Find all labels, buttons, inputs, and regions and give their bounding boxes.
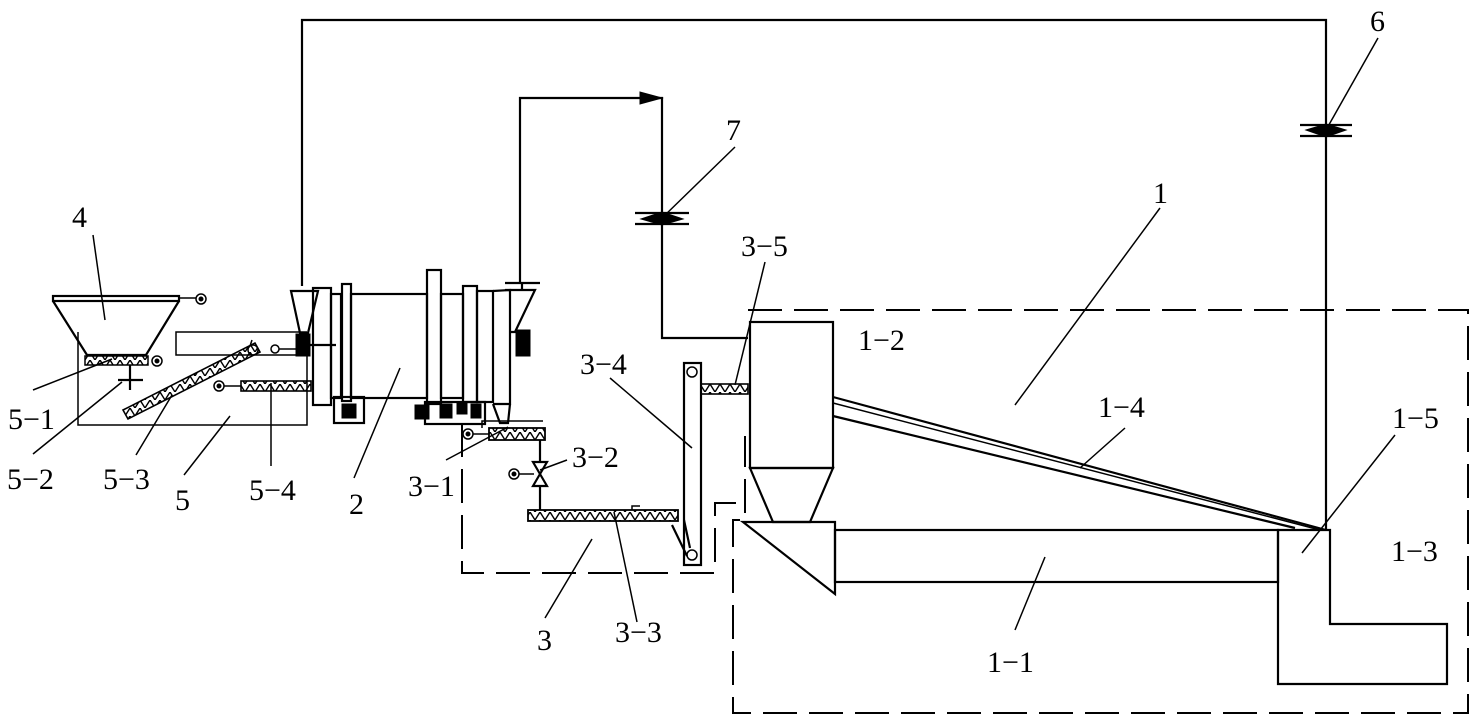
hopper-4	[51, 293, 207, 357]
system-3-boundary	[461, 423, 745, 574]
valve-7[interactable]	[635, 211, 689, 226]
horizontal-conveyor-3-3	[527, 505, 679, 522]
label-6: 6	[1370, 5, 1385, 38]
screw-feeder-5-1	[84, 355, 163, 367]
flow-arrow	[639, 91, 664, 105]
label-1-3: 1−3	[1391, 535, 1438, 568]
rotary-dryer-2	[289, 268, 540, 426]
valve-6[interactable]	[1300, 123, 1352, 138]
label-3: 3	[537, 624, 552, 657]
label-5-3: 5−3	[103, 463, 150, 496]
label-5: 5	[175, 484, 190, 517]
label-3-2: 3−2	[572, 441, 619, 474]
inclined-pipe-1-4	[832, 395, 1327, 532]
gate-5-2	[118, 365, 143, 390]
label-1-4: 1−4	[1098, 391, 1145, 424]
mixer-1-1	[739, 520, 1280, 597]
screw-conveyor-3-1	[462, 420, 546, 441]
leader-lines	[32, 37, 1396, 631]
screw-conveyor-5-4	[213, 380, 312, 392]
label-2: 2	[349, 488, 364, 521]
chamber-1-5-1-3	[1276, 528, 1449, 686]
label-1-5: 1−5	[1392, 402, 1439, 435]
label-3-1: 3−1	[408, 470, 455, 503]
valve-3-2	[508, 440, 549, 510]
cyclone-1-2	[748, 320, 835, 524]
label-1-1: 1−1	[987, 646, 1034, 679]
label-3-5: 3−5	[741, 230, 788, 263]
label-4: 4	[72, 201, 87, 234]
exhaust-gas-pipe	[518, 91, 748, 340]
label-3-3: 3−3	[615, 616, 662, 649]
label-5-4: 5−4	[249, 474, 296, 507]
bucket-elevator-3-4	[671, 361, 703, 567]
feeder-3-5	[700, 383, 749, 395]
label-5-2: 5−2	[7, 463, 54, 496]
return-gas-pipe	[300, 18, 1328, 530]
inclined-conveyor-5-3	[121, 339, 306, 421]
system-1-boundary	[732, 309, 1469, 714]
label-3-4: 3−4	[580, 348, 627, 381]
label-1-2: 1−2	[858, 324, 905, 357]
label-7: 7	[726, 114, 741, 147]
label-5-1: 5−1	[8, 403, 55, 436]
label-1: 1	[1153, 177, 1168, 210]
